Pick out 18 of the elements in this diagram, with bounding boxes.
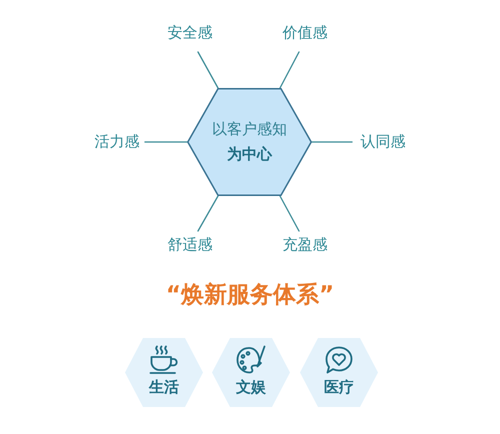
node-label: 为中心: [227, 145, 272, 164]
spoke-line: [144, 141, 188, 143]
node-label: 以客户感知: [212, 120, 287, 139]
node-label: 生活: [149, 379, 179, 396]
node-label: 文娱: [236, 379, 266, 396]
spoke-label: 认同感: [360, 134, 406, 150]
spoke-line: [311, 141, 353, 143]
spoke-label: 安全感: [168, 24, 212, 42]
spoke-line: [197, 195, 219, 232]
spoke-line: [197, 51, 219, 89]
spoke-line: [279, 51, 300, 89]
spoke-label: 活力感: [94, 134, 140, 150]
node-label: 医疗: [324, 379, 354, 396]
spoke-line: [279, 195, 300, 232]
spoke-label: 舒适感: [168, 236, 212, 254]
spoke-label: 充盈感: [282, 236, 328, 254]
section-heading: “焕新服务体系”: [166, 282, 334, 309]
spoke-label: 价值感: [282, 24, 328, 42]
